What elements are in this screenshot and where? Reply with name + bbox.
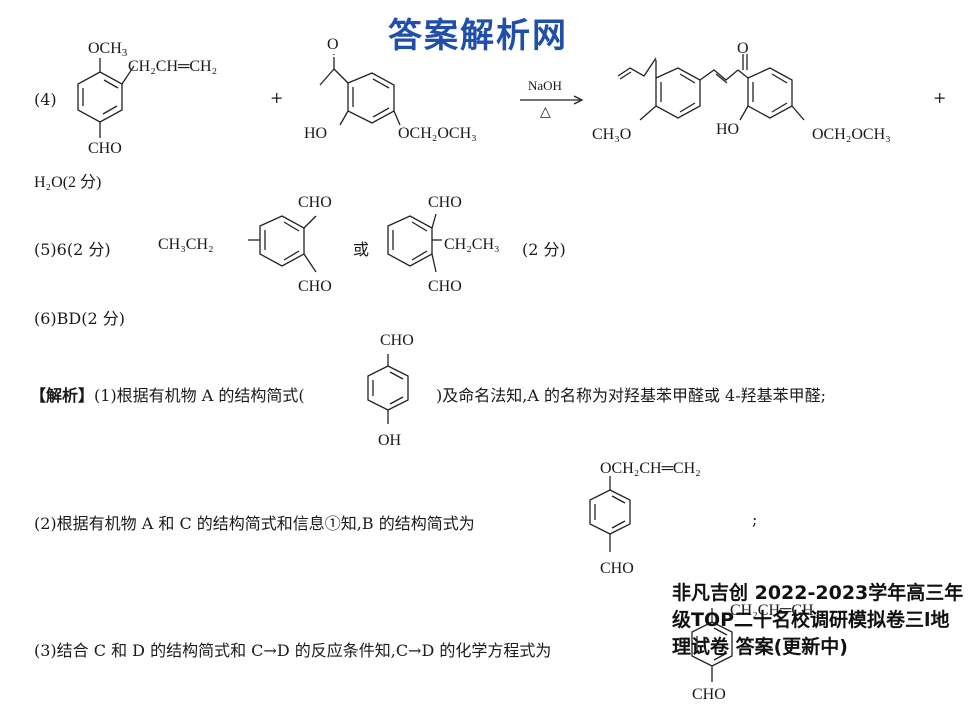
- q5-label: (5)6(2 分): [34, 240, 111, 259]
- q5-m2-cho-bottom: CHO: [428, 278, 462, 295]
- q4-condition: △: [540, 105, 551, 120]
- overlay-caption: 非凡吉创 2022-2023学年高三年级TOP二十名校调研模拟卷三l地理试卷 答…: [672, 582, 964, 658]
- analysis-3-text: (3)结合 C 和 D 的结构简式和 C→D 的反应条件知,C→D 的化学方程式…: [34, 641, 552, 660]
- q5-molecule-2: [387, 213, 442, 273]
- q5-score: (2 分): [522, 240, 566, 259]
- q5-m2-ethyl: CH₂CH₃: [444, 236, 500, 253]
- q5-or: 或: [353, 240, 370, 259]
- q4-reactant-a-ring: [77, 58, 135, 138]
- q4-b-carbonyl-o: O: [327, 36, 339, 53]
- q5-m1-cho-top: CHO: [298, 194, 332, 211]
- q4-b-ether: OCH₂OCH₃: [398, 125, 477, 142]
- analysis-2-top-group: OCH₂CH═CH₂: [600, 460, 701, 477]
- analysis-3-ring: [691, 608, 733, 682]
- q4-product-ether: OCH₂OCH₃: [812, 126, 891, 143]
- analysis-1-line: 【解析】(1)根据有机物 A 的结构简式(: [30, 386, 305, 405]
- q4-product-ch3o: CH₃O: [592, 126, 632, 143]
- analysis-1-ring: [367, 354, 409, 424]
- q4-water: H₂O(2 分): [34, 174, 102, 191]
- q4-product-ho: HO: [716, 121, 740, 138]
- q4-plus-2: +: [933, 88, 947, 107]
- q4-b-ho: HO: [304, 125, 328, 142]
- q4-reaction-arrow: [520, 95, 584, 105]
- q6-label: (6)BD(2 分): [34, 309, 126, 328]
- analysis-2-ring: [589, 476, 631, 552]
- analysis-3-top-group: CH₂CH═CH₂: [730, 602, 820, 619]
- q4-reagent: NaOH: [528, 78, 562, 93]
- q4-plus-1: +: [270, 88, 284, 107]
- analysis-tag: 【解析】: [30, 386, 95, 405]
- q5-m2-cho-top: CHO: [428, 194, 462, 211]
- analysis-3-cho: CHO: [692, 686, 726, 703]
- q4-a-allyl: CH₂CH═CH₂: [128, 58, 218, 75]
- q4-a-methoxy: OCH3: [88, 40, 128, 59]
- analysis-2-cho: CHO: [600, 560, 634, 577]
- q5-molecule-1: [248, 215, 317, 273]
- q5-m1-cho-bottom: CHO: [298, 278, 332, 295]
- watermark-text: 答案解析网: [388, 16, 568, 56]
- analysis-1-cho: CHO: [380, 332, 414, 349]
- analysis-1-text-b: )及命名法知,A 的名称为对羟基苯甲醛或 4-羟基苯甲醛;: [436, 386, 827, 405]
- q4-product-structure: [617, 54, 805, 121]
- q4-a-cho: CHO: [88, 140, 122, 157]
- q5-m1-ethyl: CH₃CH₂: [158, 236, 214, 253]
- analysis-2-text: (2)根据有机物 A 和 C 的结构简式和信息①知,B 的结构简式为: [34, 514, 475, 533]
- q4-label: (4): [34, 90, 57, 109]
- q4-product-o: O: [737, 40, 749, 57]
- analysis-2-end: ;: [752, 510, 758, 529]
- q4-reactant-b-ring: [319, 54, 401, 126]
- analysis-1-oh: OH: [378, 432, 402, 449]
